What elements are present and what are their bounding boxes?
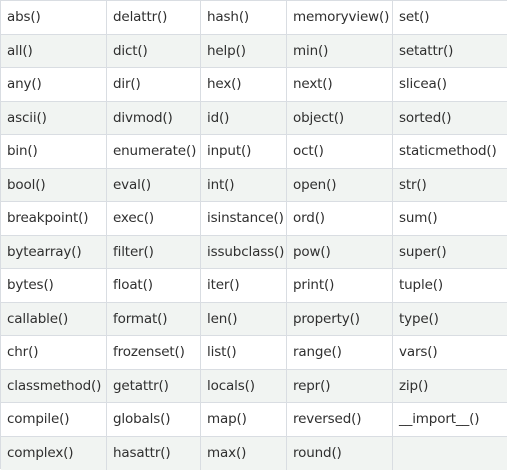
table-cell: ascii() bbox=[1, 101, 107, 135]
table-cell: open() bbox=[287, 168, 393, 202]
table-cell: type() bbox=[393, 302, 507, 336]
table-cell: complex() bbox=[1, 436, 107, 470]
table-cell: abs() bbox=[1, 1, 107, 35]
table-cell: reversed() bbox=[287, 403, 393, 437]
table-cell: globals() bbox=[107, 403, 201, 437]
table-cell: classmethod() bbox=[1, 369, 107, 403]
table-cell: help() bbox=[201, 34, 287, 68]
table-cell: sum() bbox=[393, 202, 507, 236]
table-cell: super() bbox=[393, 235, 507, 269]
table-cell: compile() bbox=[1, 403, 107, 437]
table-cell: slicea() bbox=[393, 68, 507, 102]
table-cell: issubclass() bbox=[201, 235, 287, 269]
table-cell: input() bbox=[201, 135, 287, 169]
table-cell: staticmethod() bbox=[393, 135, 507, 169]
table-cell: map() bbox=[201, 403, 287, 437]
table-cell: filter() bbox=[107, 235, 201, 269]
table-cell: bytearray() bbox=[1, 235, 107, 269]
table-cell: str() bbox=[393, 168, 507, 202]
table-cell: id() bbox=[201, 101, 287, 135]
table-cell: sorted() bbox=[393, 101, 507, 135]
table-cell: isinstance() bbox=[201, 202, 287, 236]
table-cell: setattr() bbox=[393, 34, 507, 68]
table-cell bbox=[393, 436, 507, 470]
table-cell: round() bbox=[287, 436, 393, 470]
table-cell: int() bbox=[201, 168, 287, 202]
table-cell: ord() bbox=[287, 202, 393, 236]
table-cell: dict() bbox=[107, 34, 201, 68]
table-cell: bin() bbox=[1, 135, 107, 169]
table-cell: enumerate() bbox=[107, 135, 201, 169]
table-cell: pow() bbox=[287, 235, 393, 269]
table-cell: dir() bbox=[107, 68, 201, 102]
table-cell: format() bbox=[107, 302, 201, 336]
table-cell: next() bbox=[287, 68, 393, 102]
table-cell: eval() bbox=[107, 168, 201, 202]
table-cell: float() bbox=[107, 269, 201, 303]
table-cell: property() bbox=[287, 302, 393, 336]
table-cell: len() bbox=[201, 302, 287, 336]
table-cell: any() bbox=[1, 68, 107, 102]
table-cell: zip() bbox=[393, 369, 507, 403]
table-cell: memoryview() bbox=[287, 1, 393, 35]
table-cell: iter() bbox=[201, 269, 287, 303]
table-cell: hex() bbox=[201, 68, 287, 102]
table-cell: object() bbox=[287, 101, 393, 135]
table-cell: max() bbox=[201, 436, 287, 470]
table-cell: locals() bbox=[201, 369, 287, 403]
table-cell: frozenset() bbox=[107, 336, 201, 370]
table-cell: callable() bbox=[1, 302, 107, 336]
table-cell: getattr() bbox=[107, 369, 201, 403]
table-cell: hash() bbox=[201, 1, 287, 35]
table-cell: all() bbox=[1, 34, 107, 68]
table-cell: print() bbox=[287, 269, 393, 303]
table-cell: exec() bbox=[107, 202, 201, 236]
table-cell: divmod() bbox=[107, 101, 201, 135]
table-cell: hasattr() bbox=[107, 436, 201, 470]
table-cell: breakpoint() bbox=[1, 202, 107, 236]
table-cell: set() bbox=[393, 1, 507, 35]
table-cell: oct() bbox=[287, 135, 393, 169]
table-cell: bytes() bbox=[1, 269, 107, 303]
table-cell: range() bbox=[287, 336, 393, 370]
table-cell: __import__() bbox=[393, 403, 507, 437]
table-cell: delattr() bbox=[107, 1, 201, 35]
table-cell: bool() bbox=[1, 168, 107, 202]
table-cell: min() bbox=[287, 34, 393, 68]
table-cell: vars() bbox=[393, 336, 507, 370]
table-cell: list() bbox=[201, 336, 287, 370]
table-cell: chr() bbox=[1, 336, 107, 370]
table-cell: tuple() bbox=[393, 269, 507, 303]
table-cell: repr() bbox=[287, 369, 393, 403]
